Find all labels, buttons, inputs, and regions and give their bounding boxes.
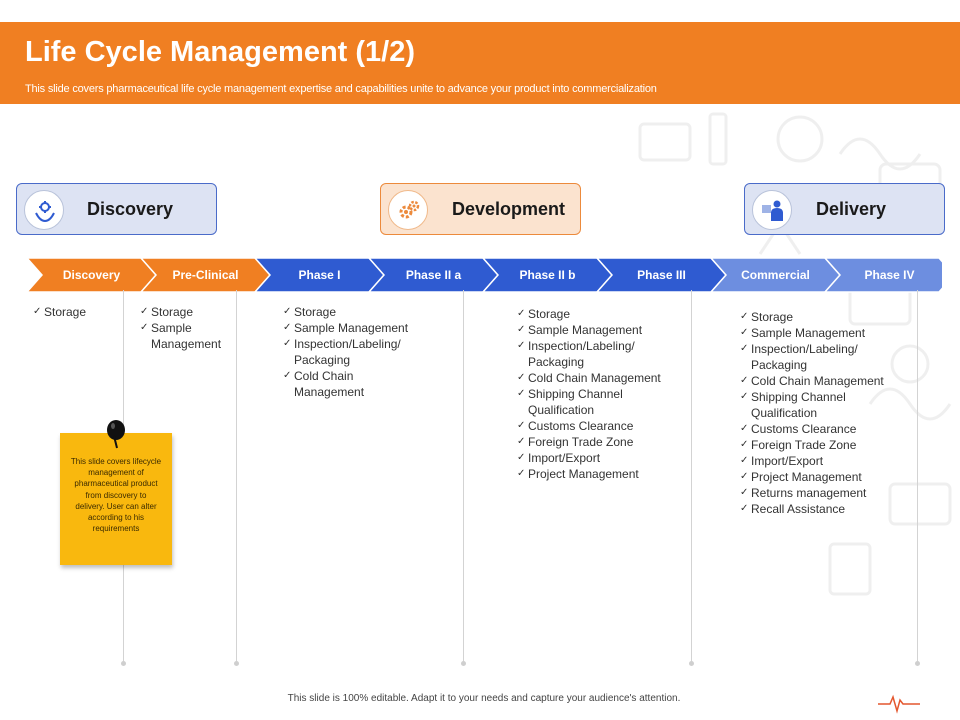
footer-text: This slide is 100% editable. Adapt it to… — [287, 693, 681, 704]
note-text: This slide covers lifecycle management o… — [70, 457, 162, 534]
stage-development: Development — [380, 183, 581, 235]
timeline-line — [463, 290, 464, 663]
timeline-line — [917, 290, 918, 663]
heartbeat-logo-icon — [878, 694, 920, 714]
phase-label: Commercial — [741, 268, 810, 282]
phase-chevron-bar: Discovery Pre-Clinical Phase I Phase II a Ph… — [27, 257, 942, 293]
phase-label: Phase II b — [519, 268, 575, 282]
checklist-item: Storage — [140, 304, 232, 320]
hand-gear-icon — [24, 190, 64, 230]
checklist-item: Storage — [740, 309, 885, 325]
timeline-line — [691, 290, 692, 663]
phase-label: Pre-Clinical — [172, 268, 238, 282]
checklist-item: Import/Export — [517, 450, 662, 466]
phase-chevron — [823, 257, 942, 293]
checklist-item: Sample Management — [283, 320, 418, 336]
checklist-item: Shipping Channel Qualification — [740, 389, 885, 421]
timeline-line — [236, 290, 237, 663]
gears-icon — [388, 190, 428, 230]
checklist-item: Sample Management — [517, 322, 662, 338]
checklist-item: Storage — [283, 304, 418, 320]
page-subtitle: This slide covers pharmaceutical life cy… — [25, 83, 657, 95]
checklist-item: Foreign Trade Zone — [740, 437, 885, 453]
timeline-dot — [915, 661, 920, 666]
checklist-item: Returns management — [740, 485, 885, 501]
checklist-phase-ii-b: StorageSample ManagementInspection/Label… — [517, 306, 662, 482]
checklist-preclinical: StorageSample Management — [140, 304, 232, 352]
checklist-item: Sample Management — [140, 320, 232, 352]
checklist-item: Cold Chain Management — [740, 373, 885, 389]
stage-label: Delivery — [816, 199, 887, 219]
checklist-item: Shipping Channel Qualification — [517, 386, 662, 418]
checklist-discovery: Storage — [33, 304, 118, 320]
checklist-item: Import/Export — [740, 453, 885, 469]
delivery-person-icon — [752, 190, 792, 230]
checklist-commercial: StorageSample ManagementInspection/Label… — [740, 309, 885, 517]
phase-label: Phase II a — [406, 268, 462, 282]
phase-label: Discovery — [63, 268, 121, 282]
phase-label: Phase IV — [864, 268, 914, 282]
checklist-item: Inspection/Labeling/ Packaging — [740, 341, 885, 373]
checklist-phase-i: StorageSample ManagementInspection/Label… — [283, 304, 418, 400]
phase-label: Phase III — [637, 268, 686, 282]
page-title: Life Cycle Management (1/2) — [25, 36, 415, 68]
checklist-item: Cold Chain Management — [517, 370, 662, 386]
stage-label: Discovery — [87, 199, 174, 219]
stage-delivery: Delivery — [744, 183, 945, 235]
checklist-item: Recall Assistance — [740, 501, 885, 517]
pushpin-icon — [107, 420, 125, 449]
sticky-note: This slide covers lifecycle management o… — [60, 433, 172, 565]
checklist-item: Inspection/Labeling/ Packaging — [517, 338, 662, 370]
timeline-dot — [461, 661, 466, 666]
checklist-item: Project Management — [517, 466, 662, 482]
checklist-item: Project Management — [740, 469, 885, 485]
stage-discovery: Discovery — [16, 183, 217, 235]
stage-label: Development — [452, 199, 566, 219]
timeline-dot — [234, 661, 239, 666]
checklist-item: Storage — [33, 304, 118, 320]
checklist-item: Customs Clearance — [740, 421, 885, 437]
phase-label: Phase I — [298, 268, 340, 282]
checklist-item: Customs Clearance — [517, 418, 662, 434]
checklist-item: Inspection/Labeling/ Packaging — [283, 336, 418, 368]
checklist-item: Storage — [517, 306, 662, 322]
checklist-item: Cold Chain Management — [283, 368, 418, 400]
checklist-item: Foreign Trade Zone — [517, 434, 662, 450]
header-bar: Life Cycle Management (1/2) This slide c… — [0, 22, 960, 104]
timeline-dot — [121, 661, 126, 666]
timeline-dot — [689, 661, 694, 666]
checklist-item: Sample Management — [740, 325, 885, 341]
